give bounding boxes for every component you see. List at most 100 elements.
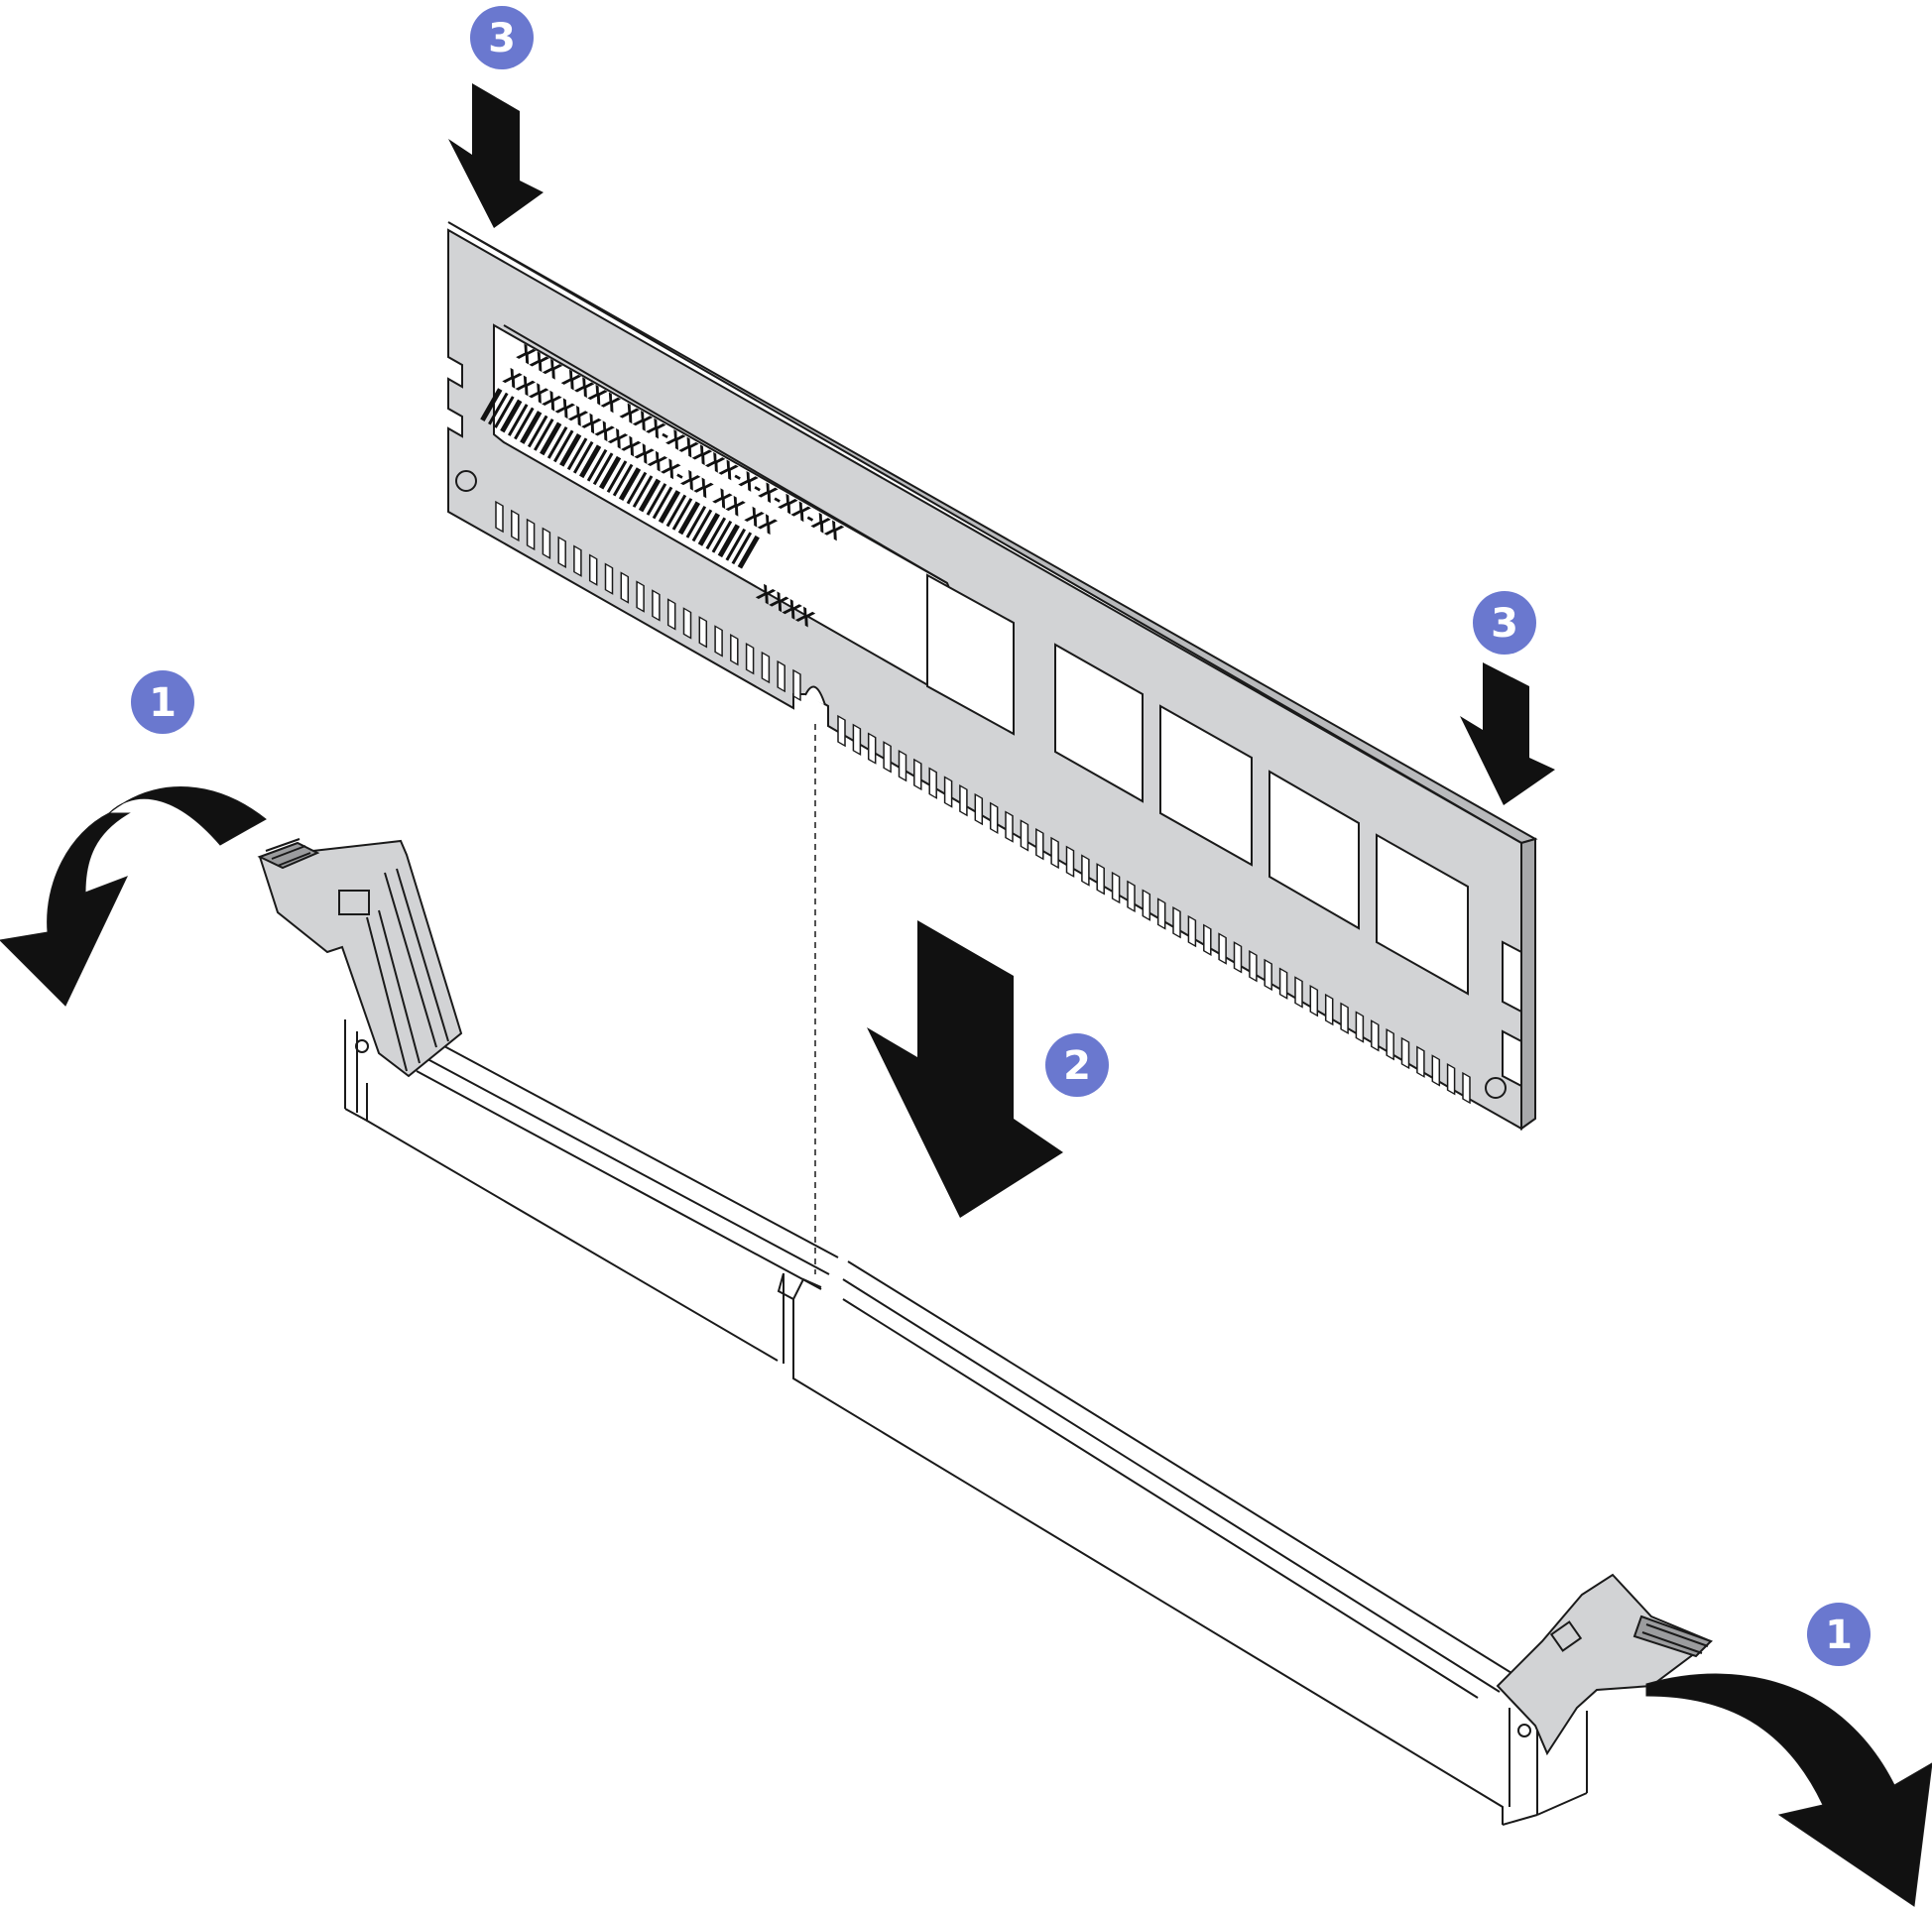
barcode-bar xyxy=(514,407,535,440)
contact-pin xyxy=(1081,854,1090,887)
barcode-bar xyxy=(638,478,662,513)
barcode-bar xyxy=(691,509,713,542)
callout-number: 2 xyxy=(1063,1043,1091,1089)
callout-number: 3 xyxy=(488,16,516,61)
barcode-bar xyxy=(566,437,588,471)
contact-pin xyxy=(777,659,785,693)
contact-pin xyxy=(1431,1054,1441,1087)
contact-pin xyxy=(867,732,877,765)
callout-step1-right: 1 xyxy=(1807,1603,1871,1666)
contact-pin xyxy=(1355,1011,1365,1043)
callout-number: 1 xyxy=(1825,1613,1853,1658)
barcode-bar xyxy=(586,448,608,482)
contact-pin xyxy=(974,792,984,826)
contact-pin xyxy=(666,598,676,631)
contact-pin xyxy=(1065,845,1075,878)
contact-pin xyxy=(1005,810,1014,843)
barcode-bar xyxy=(646,483,667,516)
barcode-bar xyxy=(527,415,548,448)
memory-module xyxy=(447,221,1538,1131)
barcode-bar xyxy=(665,494,687,528)
contact-pin xyxy=(989,801,999,835)
contact-pin xyxy=(526,518,536,551)
contact-pin xyxy=(1416,1045,1425,1078)
barcode-bar xyxy=(592,452,614,486)
barcode-bar xyxy=(658,490,681,524)
contact-pin xyxy=(1233,941,1243,974)
barcode-bar xyxy=(705,517,727,550)
barcode-bar xyxy=(559,432,582,467)
contact-pin xyxy=(1264,958,1272,992)
contact-pin xyxy=(1156,897,1166,930)
left-retaining-clip xyxy=(257,838,463,1078)
barcode-bar xyxy=(534,419,554,451)
barcode-bar xyxy=(488,392,509,425)
contact-pin xyxy=(652,589,661,622)
barcode-bar xyxy=(500,399,523,433)
contact-pin xyxy=(1340,1002,1349,1035)
callout-badge xyxy=(1807,1603,1871,1666)
callout-number: 3 xyxy=(1491,601,1518,647)
barcode-bar xyxy=(507,404,529,436)
dimm-slot xyxy=(344,1019,1588,1826)
barcode-bar xyxy=(632,475,654,508)
contact-pin xyxy=(495,500,504,534)
press-down-arrow-right xyxy=(1460,662,1555,805)
barcode-bar xyxy=(717,524,740,558)
callout-step2: 2 xyxy=(1045,1033,1109,1097)
barcode-bar xyxy=(725,528,747,561)
contact-pin xyxy=(588,553,598,586)
contact-pin xyxy=(959,784,968,817)
barcode-bar xyxy=(480,388,503,421)
contact-pin xyxy=(636,580,645,613)
barcode-bar xyxy=(737,535,760,569)
barcode-bar xyxy=(731,532,753,565)
barcode-bar xyxy=(685,506,707,538)
open-clip-arrow-left xyxy=(0,786,267,1007)
contact-pin xyxy=(573,544,582,577)
callout-badge xyxy=(1473,591,1536,655)
barcode-bar xyxy=(652,486,673,520)
barcode-bar xyxy=(618,467,642,501)
contact-pin xyxy=(620,571,630,604)
contact-pin xyxy=(837,714,846,748)
contact-pin xyxy=(1142,889,1151,921)
barcode-bar xyxy=(612,463,634,497)
contact-pin xyxy=(511,509,520,542)
contact-pin xyxy=(1218,932,1227,965)
callout-badge xyxy=(1045,1033,1109,1097)
contact-pin xyxy=(1096,863,1105,896)
barcode-bar xyxy=(572,440,594,474)
barcode-bar xyxy=(671,498,693,531)
insert-down-arrow xyxy=(867,920,1063,1218)
contact-pin xyxy=(1278,967,1288,1000)
contact-pin xyxy=(730,633,739,666)
contact-pin xyxy=(792,668,801,702)
contact-pin xyxy=(898,749,907,782)
barcode-bar xyxy=(552,429,574,463)
callout-badge xyxy=(131,670,194,734)
barcode-bar xyxy=(677,501,701,536)
contact-pin xyxy=(1309,985,1319,1017)
barcode-bar xyxy=(626,471,648,505)
callout-number: 1 xyxy=(149,680,177,726)
contact-pin xyxy=(913,758,922,791)
barcode-bar xyxy=(579,444,602,479)
contact-pin xyxy=(714,625,723,658)
barcode-bar xyxy=(540,421,562,456)
contact-pin xyxy=(1203,923,1212,956)
contact-pin xyxy=(1172,906,1181,939)
barcode-bar xyxy=(494,396,515,428)
contact-pin xyxy=(745,643,755,675)
contact-pin xyxy=(1249,949,1258,983)
barcode-bar xyxy=(711,520,733,553)
contact-pin xyxy=(1294,976,1303,1009)
press-down-arrow-left xyxy=(448,83,543,228)
contact-pin xyxy=(761,651,771,684)
open-clip-arrow-right xyxy=(1645,1673,1932,1907)
contact-pin xyxy=(557,536,566,569)
contact-pin xyxy=(1324,993,1334,1026)
contact-pin xyxy=(682,607,692,640)
barcode-bar xyxy=(520,411,543,444)
